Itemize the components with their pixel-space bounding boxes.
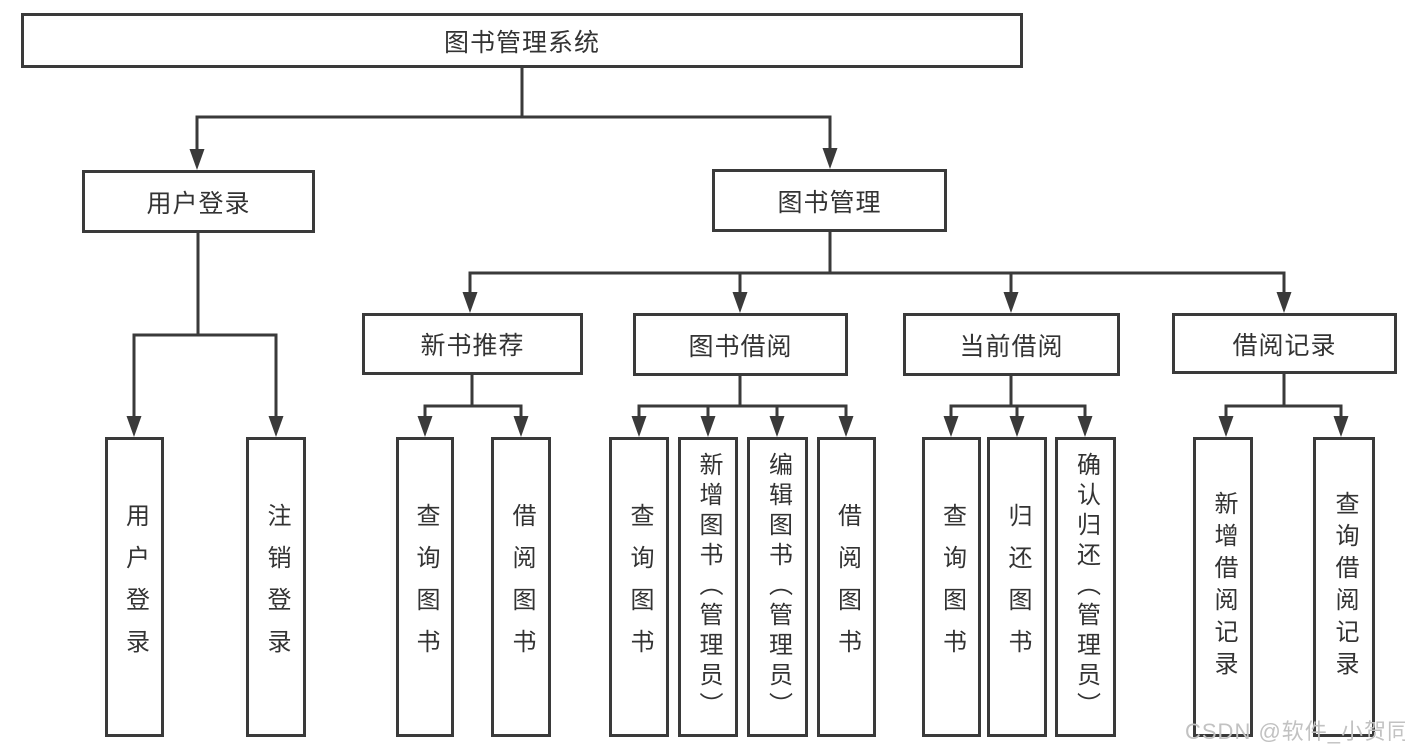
node-label: 借阅图书 [833, 503, 861, 671]
node-book-management: 图书管理 [712, 169, 947, 232]
leaf-user-login: 用户登录 [105, 437, 164, 737]
node-label: 借阅图书 [508, 503, 535, 671]
node-book-borrow: 图书借阅 [633, 313, 848, 376]
node-label: 用户登录 [146, 189, 251, 218]
leaf-borrow-edit-book-admin: 编辑图书（管理员） [747, 437, 808, 737]
node-label: 查询借阅记录 [1331, 491, 1358, 683]
node-label: 查询图书 [412, 503, 439, 671]
node-label: 查询图书 [938, 503, 966, 671]
node-label: 借阅记录 [1232, 331, 1337, 360]
node-label: 查询图书 [626, 503, 653, 671]
leaf-borrow-borrow-book: 借阅图书 [817, 437, 876, 737]
leaf-record-add: 新增借阅记录 [1193, 437, 1253, 737]
node-label: 归还图书 [1004, 503, 1031, 671]
csdn-watermark: CSDN @软件_小贺同学 [1185, 719, 1405, 744]
node-label: 确认归还（管理员） [1072, 452, 1100, 722]
node-new-book-recommend: 新书推荐 [362, 313, 583, 375]
leaf-record-query: 查询借阅记录 [1313, 437, 1375, 737]
node-label: 编辑图书（管理员） [764, 452, 792, 722]
node-current-borrow: 当前借阅 [903, 313, 1120, 376]
node-root-system: 图书管理系统 [21, 13, 1023, 68]
node-label: 用户登录 [121, 503, 149, 671]
node-label: 注销登录 [263, 503, 290, 671]
node-label: 新增借阅记录 [1210, 491, 1237, 683]
node-label: 图书管理 [777, 188, 882, 217]
leaf-borrow-add-book-admin: 新增图书（管理员） [678, 437, 738, 737]
node-borrow-record: 借阅记录 [1172, 313, 1397, 374]
leaf-current-return-book: 归还图书 [987, 437, 1047, 737]
node-label: 新增图书（管理员） [695, 452, 722, 722]
node-label: 图书借阅 [688, 332, 793, 361]
node-label: 新书推荐 [420, 332, 525, 360]
node-label: 当前借阅 [959, 332, 1064, 361]
leaf-recommend-query-book: 查询图书 [396, 437, 454, 737]
leaf-logout: 注销登录 [246, 437, 306, 737]
node-label: 图书管理系统 [443, 28, 600, 57]
leaf-current-query-book: 查询图书 [922, 437, 981, 737]
node-user-login: 用户登录 [82, 170, 315, 233]
leaf-current-confirm-return-admin: 确认归还（管理员） [1055, 437, 1116, 737]
leaf-recommend-borrow-book: 借阅图书 [491, 437, 551, 737]
leaf-borrow-query-book: 查询图书 [609, 437, 669, 737]
